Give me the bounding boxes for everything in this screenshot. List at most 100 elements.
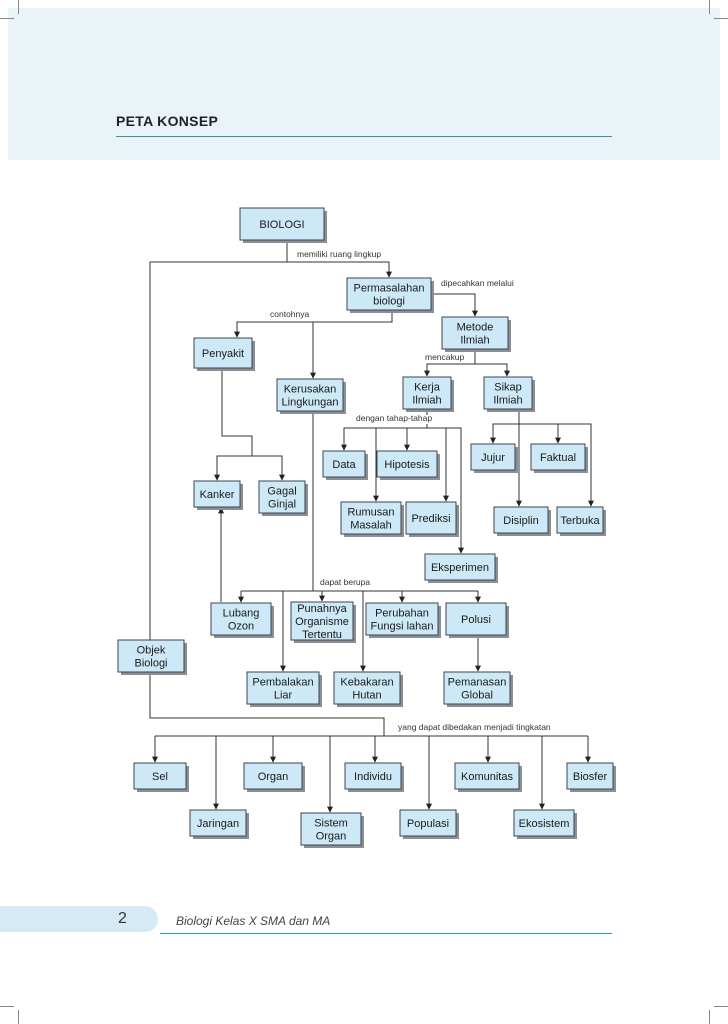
node-label-line: Populasi	[407, 818, 449, 830]
node-box	[117, 639, 185, 673]
node-label-line: Disiplin	[503, 515, 538, 527]
concept-node-hipotesis: Hipotesis	[376, 450, 440, 480]
node-box	[239, 207, 325, 241]
edge-label-dapat_berupa: dapat berupa	[320, 577, 370, 587]
node-label-line: Polusi	[461, 614, 491, 626]
edge-metode-kerja	[424, 349, 476, 377]
concept-node-kanker: Kanker	[193, 480, 243, 510]
node-box	[376, 450, 438, 478]
concept-node-data: Data	[322, 450, 368, 480]
edge-tahap-eksperimen	[446, 427, 464, 554]
node-box	[566, 762, 614, 790]
node-label-line: biologi	[373, 296, 405, 308]
node-box	[246, 671, 320, 705]
edge-penyakit-gagal	[252, 455, 285, 481]
node-label-line: Sel	[152, 771, 168, 783]
node-label-line: Komunitas	[461, 771, 513, 783]
concept-node-jujur: Jujur	[470, 443, 518, 473]
concept-node-sel: Sel	[133, 762, 189, 792]
concept-node-populasi: Populasi	[399, 809, 459, 839]
edge-contoh-penyakit	[234, 310, 393, 338]
node-label-line: Ilmiah	[460, 335, 489, 347]
node-label-line: Prediksi	[411, 513, 450, 525]
node-label-line: Ilmiah	[493, 395, 522, 407]
node-box	[483, 376, 533, 410]
node-label-line: Permasalahan	[354, 283, 425, 295]
node-box	[344, 762, 402, 790]
concept-node-ekosistem: Ekosistem	[513, 809, 577, 839]
concept-node-biologi: BIOLOGI	[239, 207, 327, 243]
edge-sikap-faktual	[519, 423, 561, 444]
crop-mark-bl-v	[18, 1010, 19, 1024]
node-label-line: Objek	[137, 645, 166, 657]
footer-book-title: Biologi Kelas X SMA dan MA	[176, 914, 331, 928]
edge-label-mencakup: mencakup	[425, 352, 464, 362]
node-box	[513, 809, 575, 837]
node-label-line: Organ	[316, 831, 347, 843]
node-label-line: Faktual	[540, 452, 576, 464]
concept-node-terbuka: Terbuka	[556, 506, 606, 536]
node-box	[210, 602, 272, 636]
node-box	[424, 553, 496, 581]
node-label-line: Ginjal	[268, 499, 296, 511]
node-label-line: Rumusan	[347, 507, 394, 519]
concept-node-disiplin: Disiplin	[493, 506, 551, 536]
crop-mark-tr-h	[714, 18, 728, 19]
node-box	[333, 671, 401, 705]
edge-label-tahap: dengan tahap-tahap	[356, 413, 432, 423]
node-label-line: Organisme	[295, 616, 349, 628]
node-label-line: Jaringan	[197, 818, 239, 830]
node-label-line: Global	[461, 690, 493, 702]
node-box	[493, 506, 549, 534]
node-label-line: Pembalakan	[252, 677, 313, 689]
edge-label-tingkatan: yang dapat dibedakan menjadi tingkatan	[398, 722, 551, 732]
title-rule	[116, 136, 612, 137]
node-box	[346, 277, 432, 311]
crop-mark-tl-v	[18, 0, 19, 14]
node-box	[290, 601, 354, 641]
crop-mark-tr-v	[709, 0, 710, 14]
node-label-line: Ozon	[228, 621, 254, 633]
node-label-line: Biosfer	[573, 771, 608, 783]
edge-label-ruang_lingkup: memiliki ruang lingkup	[297, 249, 381, 259]
edge-tahap-data	[341, 409, 428, 451]
node-label-line: Fungsi lahan	[371, 621, 434, 633]
node-label-line: Pemanasan	[448, 677, 507, 689]
node-box	[300, 812, 362, 846]
node-label-line: Lingkungan	[282, 397, 339, 409]
node-box	[193, 337, 253, 369]
concept-node-individu: Individu	[344, 762, 404, 792]
node-box	[402, 376, 452, 410]
node-label-line: Ilmiah	[412, 395, 441, 407]
node-label-line: Metode	[457, 322, 494, 334]
node-box	[243, 762, 303, 790]
node-label-line: Kerja	[414, 382, 441, 394]
node-box	[189, 809, 247, 837]
node-box	[340, 501, 402, 535]
concept-node-faktual: Faktual	[530, 443, 588, 473]
crop-mark-br-h	[714, 1006, 728, 1007]
edge-penyakit-kanker	[214, 368, 253, 481]
node-box	[193, 480, 241, 508]
edge-biologi-permasalahan	[286, 240, 392, 278]
footer-tab	[0, 906, 158, 932]
node-label-line: Penyakit	[202, 348, 244, 360]
node-label-line: Perubahan	[375, 608, 429, 620]
crop-mark-tl-h	[0, 18, 14, 19]
header-band	[8, 8, 720, 160]
concept-node-jaringan: Jaringan	[189, 809, 249, 839]
page-number: 2	[118, 910, 127, 927]
node-label-line: Liar	[274, 690, 293, 702]
node-label-line: Sistem	[314, 818, 348, 830]
